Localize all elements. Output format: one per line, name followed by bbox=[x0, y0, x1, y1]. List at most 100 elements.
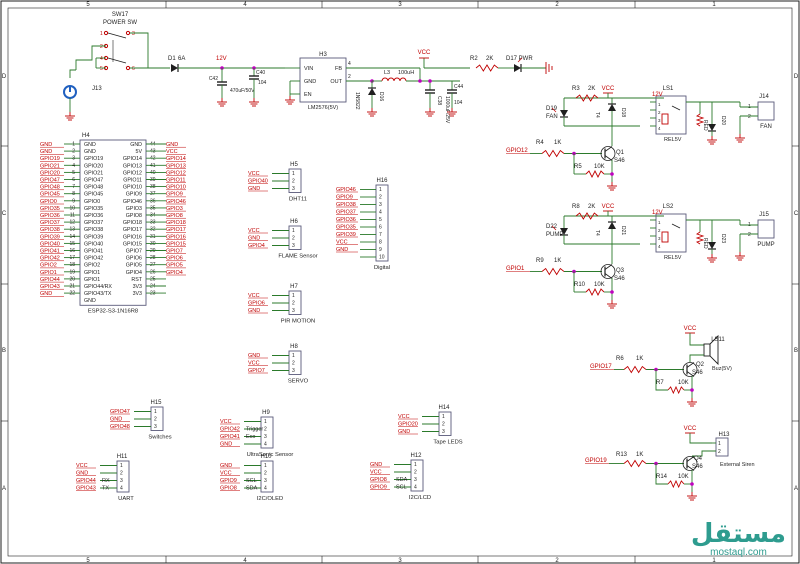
siren-net: GPIO19 bbox=[585, 458, 607, 464]
header-net: GPIO7 bbox=[248, 368, 265, 374]
mcu-right-pin-num: 42 bbox=[150, 156, 156, 162]
sheet-row-label: B bbox=[794, 348, 798, 354]
header-pin-num: 4 bbox=[264, 442, 267, 448]
sheet-col-label: 1 bbox=[712, 2, 716, 8]
header-signal: Trigger bbox=[246, 427, 263, 433]
relay-fan-led-arrow bbox=[551, 107, 557, 113]
mcu-right-net: GPIO17 bbox=[166, 227, 186, 233]
mcu-right-net: GPIO6 bbox=[166, 256, 183, 262]
header-signal: SDA bbox=[246, 486, 258, 492]
mcu-right-pin-num: 27 bbox=[150, 262, 156, 268]
relay-fan-relay-body bbox=[655, 95, 687, 135]
header-pin-num: 1 bbox=[292, 171, 295, 177]
switch-pin: 1 bbox=[100, 31, 103, 37]
header-net: GND bbox=[76, 471, 88, 477]
header-pin-num: 1 bbox=[414, 462, 417, 468]
mcu-left-pin-num: 11 bbox=[70, 213, 75, 219]
mcu-left-pin-name: GPIO45 bbox=[84, 192, 103, 198]
relay-pump-rbe-ref: R10 bbox=[574, 282, 586, 288]
header-net: VCC bbox=[76, 463, 88, 469]
relay-pump-12v: 12V bbox=[652, 210, 663, 216]
siren-transistor bbox=[686, 456, 695, 462]
relay-pump-led-ref: D22 bbox=[546, 224, 558, 230]
mcu-left-pin-name: GPIO39 bbox=[84, 234, 103, 240]
header-ref: H8 bbox=[290, 344, 298, 350]
header-pin-num: 1 bbox=[292, 228, 295, 234]
siren-transistor bbox=[686, 465, 695, 471]
mcu-left-pin-name: GPIO42 bbox=[84, 256, 103, 262]
mcu-name: ESP32-S3-1N16R8 bbox=[88, 308, 138, 314]
header-ref: H14 bbox=[438, 405, 450, 411]
header-name: UART bbox=[118, 496, 134, 502]
header-pin-num: 1 bbox=[120, 463, 123, 469]
buzzer-transistor bbox=[686, 362, 695, 368]
digital-ref: H16 bbox=[376, 178, 388, 184]
d1-ref: D1 bbox=[168, 56, 176, 62]
fuse-label: 6A bbox=[178, 56, 185, 62]
sheet-row-label: D bbox=[794, 74, 799, 80]
mcu-left-net: GPIO21 bbox=[40, 163, 60, 169]
mcu-left-pin-num: 3 bbox=[72, 156, 75, 162]
mcu-left-net: GPIO45 bbox=[40, 192, 60, 198]
relay-pump-rbe-resistor bbox=[585, 287, 605, 297]
buzzer-icon bbox=[709, 334, 719, 366]
mcu-left-net: GPIO38 bbox=[40, 227, 60, 233]
mcu-left-pin-name: GPIO36 bbox=[84, 213, 103, 219]
buzzer-rbe-wire bbox=[655, 369, 668, 391]
relay-pump-rb-ref: R9 bbox=[536, 258, 544, 264]
relay-pump-vcc: VCC bbox=[602, 204, 615, 210]
mcu-right-net: GPIO13 bbox=[166, 163, 186, 169]
regulator-value: LM2576(5V) bbox=[308, 105, 338, 111]
relay-fan-conn-body bbox=[757, 101, 775, 121]
relay-fan-rled-resistor bbox=[695, 113, 705, 127]
mcu-left-net: GPIO19 bbox=[40, 156, 60, 162]
header-net: VCC bbox=[248, 361, 260, 367]
mcu-right-pin-num: 41 bbox=[150, 163, 156, 169]
pin-num: 4 bbox=[658, 126, 661, 131]
mcu-left-pin-num: 18 bbox=[69, 262, 75, 268]
sheet-col-label: 4 bbox=[243, 2, 247, 8]
switch-ref: SW17 bbox=[112, 12, 129, 18]
header-body bbox=[150, 406, 164, 431]
relay-fan-led bbox=[560, 110, 568, 117]
header-signal: SCL bbox=[246, 478, 257, 484]
relay-pump-rb-resistor bbox=[541, 267, 565, 276]
l3-value: 100uH bbox=[398, 70, 414, 76]
mcu-left-pin-num: 13 bbox=[69, 227, 75, 233]
header-body bbox=[438, 411, 452, 436]
header-net: VCC bbox=[248, 171, 260, 177]
mcu-left-net: GPIO47 bbox=[40, 178, 60, 184]
mcu-right-pin-num: 40 bbox=[150, 170, 156, 176]
mcu-right-pin-name: GPIO18 bbox=[123, 220, 142, 226]
header-ref: H11 bbox=[117, 454, 128, 460]
buzzer-icon bbox=[703, 343, 711, 357]
relay-fan-rbe-resistor bbox=[585, 169, 605, 179]
siren-rb-value: 1K bbox=[636, 452, 643, 458]
regulator-pin-fb: FB bbox=[335, 66, 342, 72]
relay-fan-d20-ref: D20 bbox=[720, 116, 726, 125]
mcu-left-pin-name: GND bbox=[84, 142, 96, 148]
header-net: GPIO4 bbox=[248, 243, 265, 249]
header-net: GPIO42 bbox=[220, 427, 240, 433]
header-name: SERVO bbox=[288, 379, 309, 385]
mcu-left-net: GPIO35 bbox=[40, 206, 60, 212]
header-net: GND bbox=[220, 442, 232, 448]
mcu-left-net: GPIO48 bbox=[40, 185, 60, 191]
mcu-right-pin-num: 25 bbox=[150, 276, 156, 282]
regulator-pin-out: OUT bbox=[330, 79, 342, 85]
header-pin-num: 2 bbox=[154, 417, 157, 423]
mcu-left-pin-num: 17 bbox=[69, 255, 75, 261]
mcu-left-net: GND bbox=[40, 142, 52, 148]
switch-pin: 5 bbox=[100, 66, 103, 72]
siren-wire bbox=[692, 450, 716, 457]
mcu-right-pin-num: 28 bbox=[150, 255, 156, 261]
relay-fan-flyback-diode bbox=[608, 104, 616, 111]
mcu-left-pin-name: GND bbox=[84, 298, 96, 304]
header-net: GND bbox=[248, 308, 260, 314]
regulator-body bbox=[299, 57, 347, 103]
mcu-left-pin-num: 5 bbox=[72, 170, 75, 176]
watermark: مستقل mostaql.com bbox=[691, 521, 786, 558]
sheet-row-label: C bbox=[794, 211, 799, 217]
header-pin-num: 2 bbox=[442, 422, 445, 428]
